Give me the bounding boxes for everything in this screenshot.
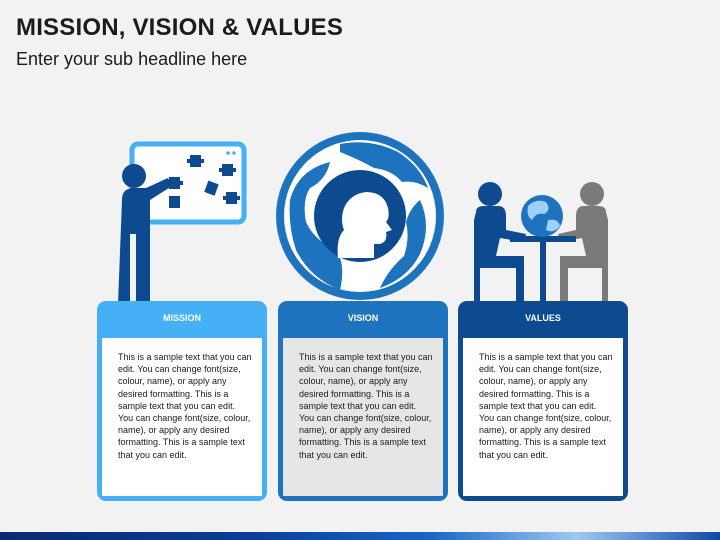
values-body: This is a sample text that you can edit.… (458, 333, 628, 501)
slide-title: MISSION, VISION & VALUES (16, 14, 344, 41)
mission-body: This is a sample text that you can edit.… (97, 333, 267, 501)
bottom-accent-bar (0, 532, 720, 540)
vision-header: VISION (278, 301, 448, 333)
values-text[interactable]: This is a sample text that you can edit.… (463, 338, 623, 496)
vision-text[interactable]: This is a sample text that you can edit.… (283, 338, 443, 496)
mission-header: MISSION (97, 301, 267, 333)
values-header: VALUES (458, 301, 628, 333)
people-table-globe-icon (474, 182, 608, 304)
mission-text[interactable]: This is a sample text that you can edit.… (102, 338, 262, 496)
presenter-puzzle-board-icon (118, 141, 247, 304)
slide-subtitle: Enter your sub headline here (16, 49, 248, 69)
vision-body: This is a sample text that you can edit.… (278, 333, 448, 501)
head-globe-icon (276, 132, 444, 300)
